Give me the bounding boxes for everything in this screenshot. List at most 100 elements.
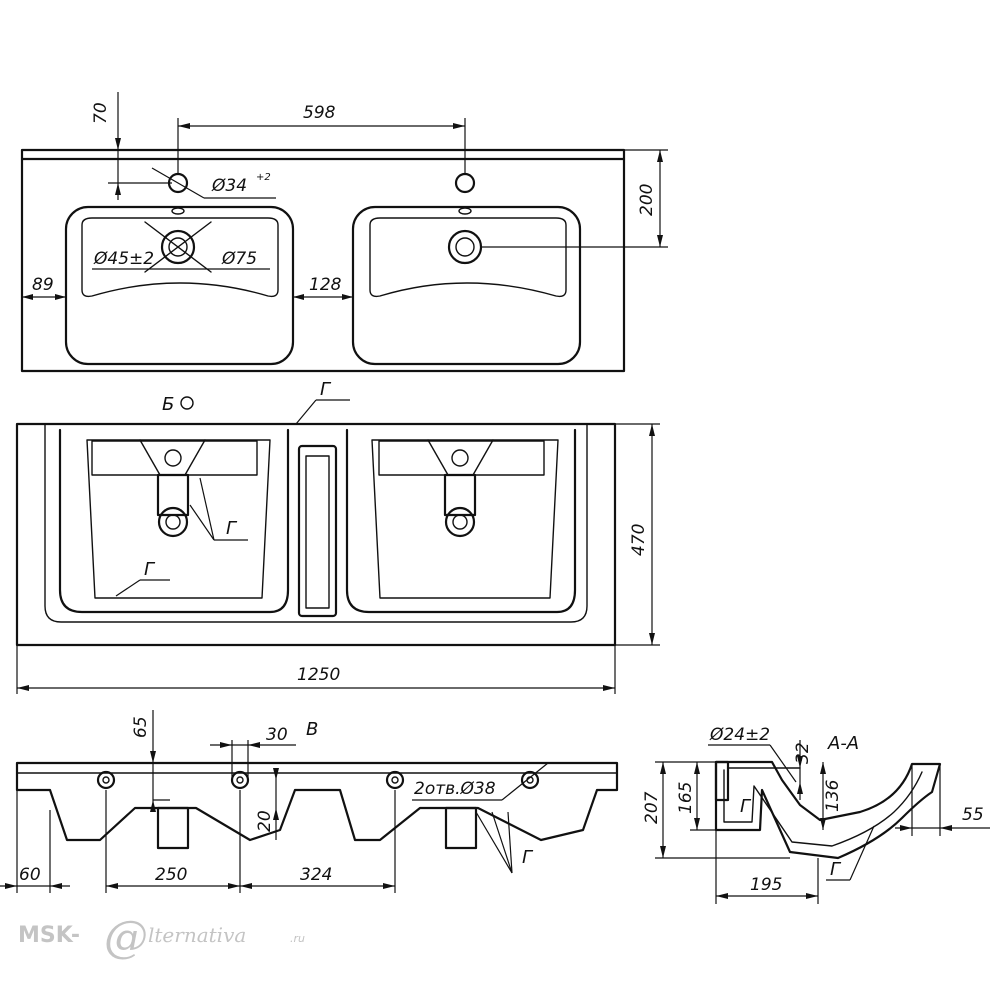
top-view-outline bbox=[20, 148, 626, 373]
right-rib-b bbox=[472, 439, 494, 476]
dim-20-arrow-bottom bbox=[273, 808, 279, 820]
watermark-brand-domain: .ru bbox=[290, 932, 305, 945]
dim-89-arrow-left bbox=[22, 294, 33, 300]
left-basin-outer bbox=[64, 205, 295, 366]
underside-view: Б Г Г Г 470 1250 bbox=[15, 379, 660, 694]
dim-207-arrow-top bbox=[660, 762, 666, 774]
right-drain-outer bbox=[447, 229, 483, 265]
g-left-label: Г bbox=[144, 559, 156, 580]
right-drain-inner bbox=[455, 237, 475, 257]
dim-70-arrow-a bbox=[115, 138, 121, 150]
left-overflow-slot bbox=[171, 207, 185, 215]
underside-outline bbox=[15, 422, 617, 647]
dim-65-label: 65 bbox=[131, 716, 151, 738]
right-faucet-boss bbox=[451, 449, 469, 467]
underside-rim bbox=[44, 423, 588, 623]
dim-250-arrow-a bbox=[106, 883, 118, 889]
section-back-rim bbox=[714, 760, 730, 802]
dim-2holes-leader bbox=[501, 762, 549, 801]
left-drain-outer bbox=[160, 229, 196, 265]
right-rib-a bbox=[427, 439, 449, 476]
dim-75-label: Ø75 bbox=[221, 249, 257, 269]
dim-30-label: 30 bbox=[266, 725, 288, 745]
view-v-label: В bbox=[306, 719, 318, 740]
dim-136-label: 136 bbox=[823, 779, 843, 812]
dim-1250-arrow-left bbox=[17, 685, 29, 691]
dim-136-arrow-top bbox=[820, 762, 826, 774]
g-mid-leader-a bbox=[199, 477, 215, 541]
top-view: 598 70 Ø34 +2 Ø45±2 Ø75 200 89 128 bbox=[20, 92, 668, 373]
dim-207-label: 207 bbox=[642, 791, 662, 824]
dim-55-arrow-a bbox=[900, 825, 912, 831]
section-aa-label: А-А bbox=[827, 733, 859, 754]
dim-32-label: 32 bbox=[793, 742, 813, 764]
dim-34-label: Ø34 bbox=[211, 176, 247, 196]
dim-470-arrow-top bbox=[649, 424, 655, 436]
dim-89-label: 89 bbox=[32, 275, 54, 295]
dim-598-arrow-right bbox=[453, 123, 465, 129]
center-channel bbox=[297, 444, 338, 618]
front-left-drain-stub bbox=[156, 806, 190, 850]
dim-30-arrow-a bbox=[220, 742, 232, 748]
dim-200-arrow-bottom bbox=[657, 235, 663, 247]
dim-598-label: 598 bbox=[303, 103, 336, 123]
g-mid-leader-b bbox=[189, 504, 215, 541]
right-bowl-inner bbox=[371, 439, 559, 599]
dim-65-arrow-top bbox=[150, 751, 156, 763]
dim-195-arrow-a bbox=[716, 893, 728, 899]
right-overflow-slot bbox=[458, 207, 472, 215]
dim-32-arrow-b bbox=[797, 782, 803, 794]
front-view: В 65 30 20 2отв.Ø38 Г 60 bbox=[0, 710, 619, 893]
left-faucet-boss bbox=[164, 449, 182, 467]
dim-250-label: 250 bbox=[155, 865, 187, 885]
right-bowl-shell bbox=[345, 428, 577, 614]
dim-34-leader bbox=[151, 167, 205, 199]
g-front-leader-a bbox=[475, 811, 513, 874]
dim-207-arrow-bottom bbox=[660, 846, 666, 858]
dim-20-arrow-top bbox=[273, 768, 279, 780]
dim-195-arrow-b bbox=[806, 893, 818, 899]
dim-24-label: Ø24±2 bbox=[709, 725, 770, 745]
dim-1250-arrow-right bbox=[603, 685, 615, 691]
g-front-leader-b bbox=[491, 811, 513, 874]
right-basin-outer bbox=[351, 205, 582, 366]
dim-55-label: 55 bbox=[962, 805, 984, 825]
dim-60-arrow-b bbox=[50, 883, 62, 889]
dim-324-label: 324 bbox=[300, 865, 332, 885]
left-underside-window bbox=[91, 440, 258, 476]
left-drain-leader-b bbox=[144, 221, 212, 273]
watermark-brand-right: lternativa bbox=[148, 923, 246, 947]
g-top-label: Г bbox=[320, 379, 332, 400]
left-drain-boss-inner bbox=[165, 514, 181, 530]
left-drain-inner bbox=[168, 237, 188, 257]
front-hole-4 bbox=[520, 770, 540, 790]
dim-24-leader bbox=[769, 744, 797, 783]
right-drain-boss-inner bbox=[452, 514, 468, 530]
view-b-label: Б bbox=[162, 394, 174, 415]
dim-324-arrow-a bbox=[240, 883, 252, 889]
left-bowl-inner bbox=[86, 439, 271, 599]
dim-89-arrow-right bbox=[55, 294, 66, 300]
watermark-brand-left: MSK- bbox=[18, 923, 80, 948]
dim-1250-label: 1250 bbox=[297, 665, 340, 685]
g-sec-in-label: Г bbox=[740, 796, 752, 817]
front-hole-2 bbox=[230, 770, 250, 790]
dim-200-label: 200 bbox=[637, 184, 657, 216]
left-drain-boss-outer bbox=[157, 506, 189, 538]
dim-165-label: 165 bbox=[676, 782, 696, 814]
right-faucet-hole bbox=[454, 172, 476, 194]
right-basin-inner bbox=[369, 217, 567, 298]
g-mid-label: Г bbox=[226, 518, 238, 539]
g-sec-out-leader bbox=[849, 825, 875, 881]
dim-45-label: Ø45±2 bbox=[93, 249, 154, 269]
dim-598-arrow-left bbox=[178, 123, 190, 129]
left-basin-inner bbox=[81, 217, 279, 298]
dim-128-arrow-right bbox=[342, 294, 353, 300]
dim-470-arrow-bottom bbox=[649, 633, 655, 645]
front-hole-3-inner bbox=[391, 776, 399, 784]
section-outer-profile bbox=[714, 760, 942, 860]
dim-165-arrow-top bbox=[694, 762, 700, 774]
watermark-brand-at: @ bbox=[104, 912, 148, 963]
dim-60-arrow-a bbox=[5, 883, 17, 889]
dim-195-label: 195 bbox=[750, 875, 782, 895]
